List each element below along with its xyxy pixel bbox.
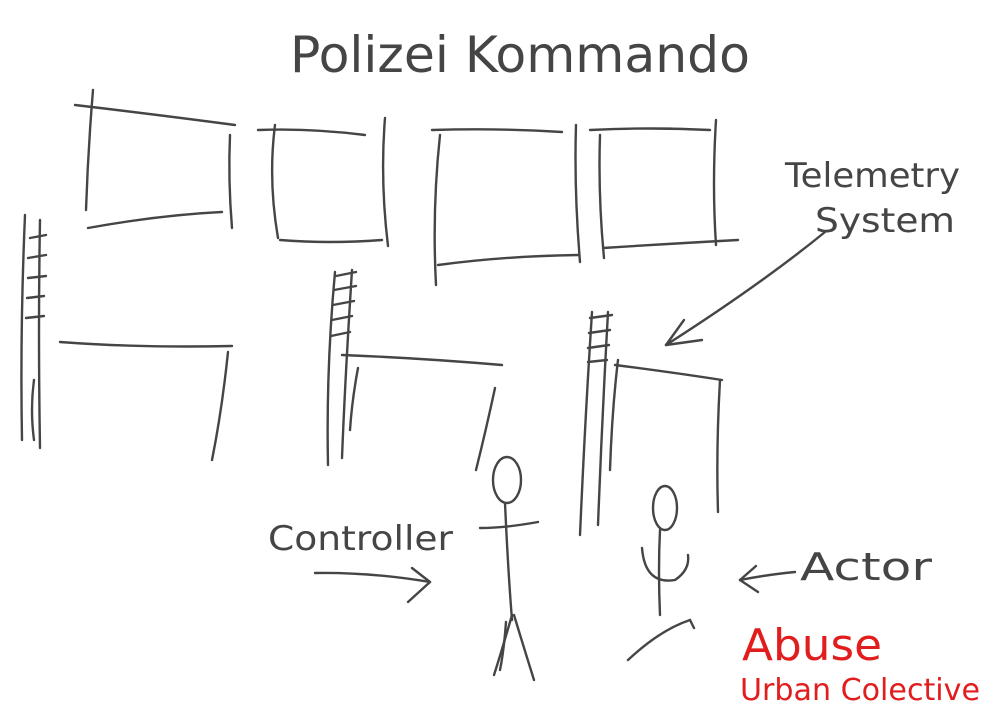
screen-3 xyxy=(430,123,582,287)
telemetry-arrow xyxy=(664,230,827,347)
screen-lower-middle xyxy=(340,353,504,472)
screen-4 xyxy=(588,118,740,260)
screen-1 xyxy=(73,88,237,230)
controller-arrow xyxy=(313,566,432,604)
abuse-label: Abuse xyxy=(742,620,882,671)
telemetry-label-line1: Telemetry xyxy=(784,156,960,196)
telemetry-pole-left xyxy=(20,213,48,450)
screen-lower-right xyxy=(613,363,724,514)
collective-label: Urban Colective xyxy=(740,673,980,707)
title: Polizei Kommando xyxy=(290,26,750,84)
controller-figure xyxy=(478,455,540,682)
actor-label: Actor xyxy=(800,545,932,589)
screen-2 xyxy=(256,116,390,248)
telemetry-pole-middle xyxy=(326,268,360,467)
actor-arrow xyxy=(738,564,797,594)
controller-label: Controller xyxy=(268,519,453,559)
telemetry-label-line2: System xyxy=(815,201,955,241)
screen-lower-left xyxy=(58,340,234,462)
actor-figure xyxy=(626,484,696,662)
telemetry-pole-right xyxy=(578,310,620,537)
